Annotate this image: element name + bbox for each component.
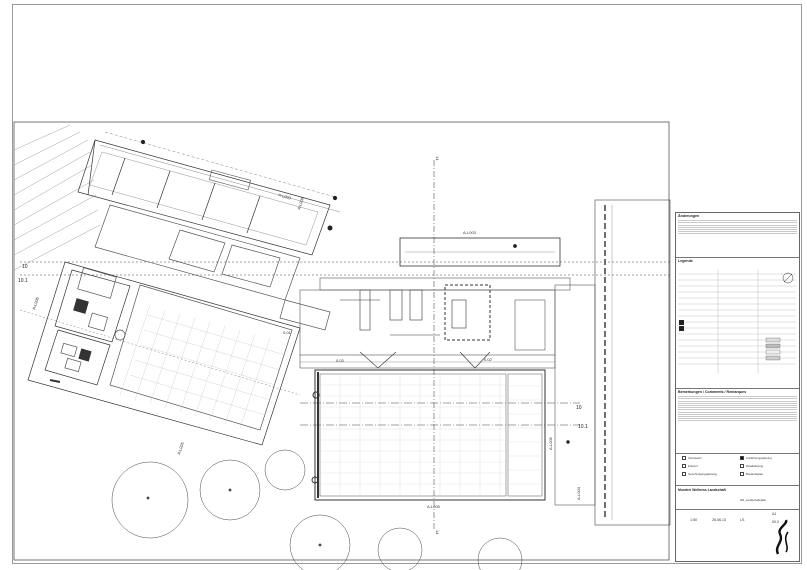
status-checkbox-icon — [682, 456, 686, 461]
remarks-section: Bemerkungen / Comments / Remarques — [676, 388, 799, 451]
drawing-frame — [13, 121, 670, 561]
status-checkbox-icon — [682, 472, 686, 477]
architect-logo-icon — [775, 519, 789, 555]
legend-section: Legende — [676, 257, 799, 386]
sheet-border — [12, 4, 802, 564]
grid-marker-10-left: 10 — [22, 264, 28, 270]
status-option: Vorentwurf — [682, 456, 701, 461]
status-option: Ausführungsplanung — [740, 456, 772, 461]
scale-value: 1:50 — [690, 518, 697, 522]
grid-marker-10-1-right: 10.1 — [578, 424, 588, 430]
legend-symbols — [678, 270, 796, 374]
room-tag-0-01: 0.01 — [283, 330, 292, 335]
grid-marker-10-1-left: 10.1 — [18, 278, 28, 284]
pool-area — [311, 369, 546, 501]
dimension-lines — [19, 131, 341, 396]
section-label-a-l006-left: A-L006 — [31, 296, 40, 311]
terrain-slope — [13, 124, 101, 271]
upper-wing — [77, 139, 331, 331]
status-checkbox-icon — [740, 464, 744, 469]
status-checkbox-icon — [740, 456, 744, 461]
project-name: Mondrei Wellness Landschaft — [678, 488, 726, 492]
changes-heading: Änderungen — [678, 214, 700, 218]
room-tag-0-02: 0.02 — [484, 357, 493, 362]
status-option: Genehmigungsplanung — [682, 472, 717, 477]
sheet-value: LS — [740, 518, 745, 522]
terrace-tiles — [119, 304, 286, 429]
section-label-a-l005-bottom: A-L005 — [427, 504, 441, 509]
status-option: Detailplanung — [740, 464, 763, 469]
format-value: A1 — [772, 512, 777, 516]
index-value: 00.0 — [772, 520, 779, 524]
grid-marker-10-right: 10 — [576, 405, 582, 411]
legend-heading: Legende — [678, 259, 693, 263]
grid-lines — [20, 261, 670, 426]
section-label-a-l005-right: A-L005 — [548, 436, 553, 450]
status-section: Vorentwurf Entwurf Genehmigungsplanung A… — [676, 453, 799, 484]
plan-data-section: 1:50 26.06.13 LS A1 00.0 — [676, 509, 799, 530]
section-label-a-l003-mid: A-L003 — [463, 230, 477, 235]
plan-name: GR_Landschaftsplan — [740, 498, 767, 502]
cut-number-bottom: 14 — [435, 530, 440, 535]
cut-number-top: 14 — [435, 156, 440, 161]
section-label-a-l005-left: A-L005 — [176, 441, 185, 456]
status-checkbox-icon — [682, 464, 686, 469]
remarks-heading: Bemerkungen / Comments / Remarques — [678, 390, 747, 394]
section-label-a-l003-top: A-L003 — [278, 192, 293, 201]
trees — [111, 449, 523, 570]
changes-section: Änderungen — [676, 213, 799, 255]
section-label-a-l006: A-L006 — [296, 196, 305, 211]
date-value: 26.06.13 — [712, 518, 726, 522]
status-option: Bestandsplan — [740, 472, 763, 477]
status-checkbox-icon — [740, 472, 744, 477]
title-block: Änderungen Legende — [675, 212, 800, 562]
section-marker-icon — [140, 139, 570, 444]
section-label-a-l004: A-L004 — [576, 486, 581, 500]
central-structure — [299, 237, 571, 369]
right-wing — [554, 199, 671, 526]
status-option: Entwurf — [682, 464, 697, 469]
room-tag-0-03: 0.03 — [336, 358, 345, 363]
left-wing — [27, 261, 301, 446]
project-section: Mondrei Wellness Landschaft GR_Landschaf… — [676, 485, 799, 508]
